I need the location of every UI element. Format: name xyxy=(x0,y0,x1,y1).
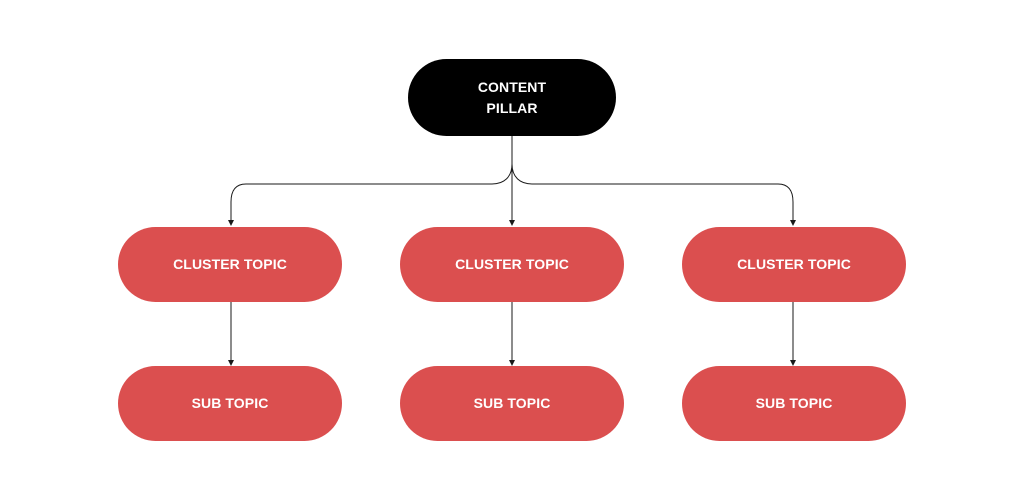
sub-topic-node-1: SUB TOPIC xyxy=(118,366,342,441)
cluster-topic-node-2: CLUSTER TOPIC xyxy=(400,227,624,302)
cluster-topic-node-3: CLUSTER TOPIC xyxy=(682,227,906,302)
sub-topic-label-2: SUB TOPIC xyxy=(473,395,551,411)
connector-pillar-to-cluster-3 xyxy=(511,136,796,226)
connector-pillar-to-cluster-1 xyxy=(228,136,513,226)
sub-topic-label-1: SUB TOPIC xyxy=(191,395,269,411)
cluster-topic-label-2: CLUSTER TOPIC xyxy=(455,256,569,272)
sub-topic-label-3: SUB TOPIC xyxy=(755,395,833,411)
content-pillar-node: CONTENT PILLAR xyxy=(408,59,616,136)
cluster-topic-label-1: CLUSTER TOPIC xyxy=(173,256,287,272)
cluster-topic-node-1: CLUSTER TOPIC xyxy=(118,227,342,302)
sub-topic-node-2: SUB TOPIC xyxy=(400,366,624,441)
cluster-topic-label-3: CLUSTER TOPIC xyxy=(737,256,851,272)
content-pillar-label-line-1: CONTENT xyxy=(477,78,547,95)
sub-topic-node-3: SUB TOPIC xyxy=(682,366,906,441)
content-pillar-label-line-2: PILLAR xyxy=(486,99,538,116)
